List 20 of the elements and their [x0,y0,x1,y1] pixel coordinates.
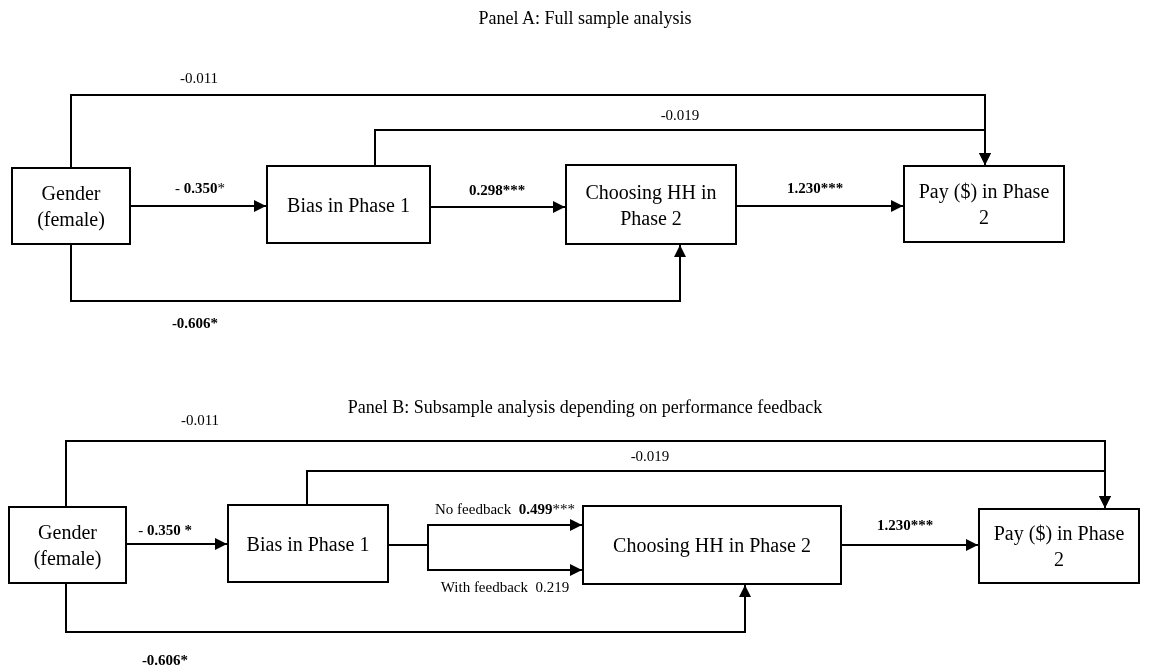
variable-box: Bias in Phase 1 [266,165,431,244]
variable-box: Gender (female) [11,167,131,245]
variable-box: Choosing HH in Phase 2 [565,164,737,245]
panel-heading: Panel A: Full sample analysis [478,6,692,30]
arrow [130,200,267,212]
variable-box: Gender (female) [8,506,127,584]
panel-heading: Panel B: Subsample analysis depending on performance feedback [347,395,823,419]
variable-box: Bias in Phase 1 [227,504,389,583]
variable-box: Pay ($) in Phase 2 [978,508,1140,584]
arrow [388,544,583,576]
arrow [736,200,904,212]
arrow [841,539,979,551]
arrow [65,583,751,633]
variable-box: Pay ($) in Phase 2 [903,165,1065,243]
arrow [306,470,1111,509]
arrow [70,244,686,302]
variable-box: Choosing HH in Phase 2 [582,505,842,585]
arrow [126,538,228,550]
arrow [430,201,566,213]
arrow [374,129,991,166]
